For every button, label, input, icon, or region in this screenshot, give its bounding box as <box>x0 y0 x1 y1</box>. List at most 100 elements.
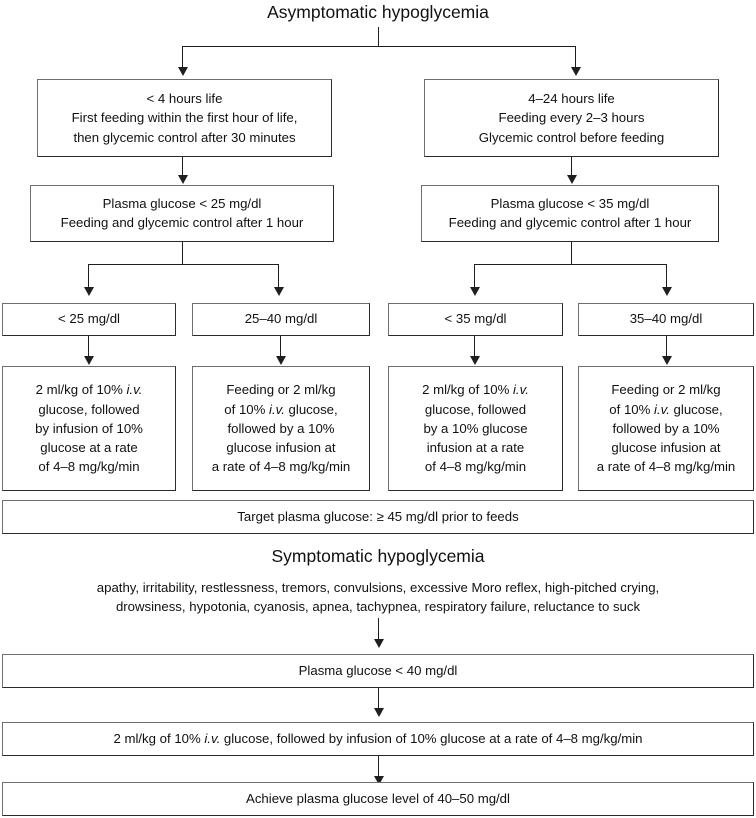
connector-range1-to-treatment1 <box>88 336 89 357</box>
age-branch-2-line2: Feeding every 2–3 hours <box>498 110 645 126</box>
glucose-range-box-2: 25–40 mg/dl <box>192 303 370 336</box>
arrowhead-to-treatment-3 <box>470 356 480 365</box>
treatment-line-2: of 10% i.v. glucose, <box>224 401 338 417</box>
treatment-line-3: by a 10% glucose <box>423 420 528 436</box>
connector-check2-stem <box>571 242 572 265</box>
connector-check1-stem <box>182 242 183 265</box>
glucose-range-box-1: < 25 mg/dl <box>2 303 176 336</box>
arrowhead-to-achieve <box>374 776 384 785</box>
treatment-box-4: Feeding or 2 ml/kg of 10% i.v. glucose, fo… <box>578 366 754 491</box>
achieve-target-box: Achieve plasma glucose level of 40–50 mg… <box>2 782 754 816</box>
page-title-asymptomatic: Asymptomatic hypoglycemia <box>267 2 489 22</box>
treatment-line-1: Feeding or 2 ml/kg <box>226 382 336 398</box>
treatment-line-4: glucose infusion at <box>226 440 336 456</box>
symptom-list: apathy, irritability, restlessness, trem… <box>0 578 756 616</box>
connector-range4-to-treatment4 <box>666 336 667 357</box>
emphasis-iv: i.v. <box>126 382 143 398</box>
achieve-target-label: Achieve plasma glucose level of 40–50 mg… <box>246 790 510 806</box>
treatment-line-1: Feeding or 2 ml/kg <box>611 382 721 398</box>
section-title-symptomatic: Symptomatic hypoglycemia <box>271 546 485 566</box>
age-branch-1-line1: < 4 hours life <box>146 91 223 107</box>
arrowhead-to-range-1 <box>84 287 94 296</box>
connector-title-left-drop <box>182 46 183 68</box>
age-branch-2-line1: 4–24 hours life <box>528 91 615 107</box>
glucose-range-2-label: 25–40 mg/dl <box>244 311 318 327</box>
connector-check2-left-drop <box>474 264 475 288</box>
treatment-line-2: glucose, followed <box>38 401 140 417</box>
treatment-line-3: followed by a 10% <box>227 420 335 436</box>
arrowhead-to-range-3 <box>470 287 480 296</box>
age-branch-box-1: < 4 hours life First feeding within the … <box>37 79 332 157</box>
symptomatic-plasma-check-label: Plasma glucose < 40 mg/dl <box>298 662 458 678</box>
glucose-check-1-line2: Feeding and glycemic control after 1 hou… <box>60 214 304 230</box>
connector-title-stem <box>378 27 379 47</box>
arrowhead-to-treatment-1 <box>84 356 94 365</box>
symptomatic-treatment-box: 2 ml/kg of 10% i.v. glucose, followed by… <box>2 722 754 756</box>
glucose-range-3-label: < 35 mg/dl <box>444 311 507 327</box>
symptomatic-treatment-label: 2 ml/kg of 10% i.v. glucose, followed by… <box>113 730 642 749</box>
age-branch-2-line3: Glycemic control before feeding <box>478 129 665 145</box>
treatment-line-3: followed by a 10% <box>612 420 720 436</box>
treatment-2-lines: Feeding or 2 ml/kg of 10% i.v. glucose, fo… <box>212 380 351 476</box>
treatment-1-lines: 2 ml/kg of 10% i.v. glucose, followed by i… <box>35 380 143 476</box>
treatment-line-2: of 10% i.v. glucose, <box>609 401 723 417</box>
glucose-check-box-1: Plasma glucose < 25 mg/dl Feeding and gl… <box>30 185 334 242</box>
symptomatic-treatment-post: glucose, followed by infusion of 10% glu… <box>220 730 643 746</box>
age-branch-box-2: 4–24 hours life Feeding every 2–3 hours … <box>424 79 719 157</box>
connector-range2-to-treatment2 <box>280 336 281 357</box>
symptomatic-treatment-em: i.v. <box>204 730 221 746</box>
connector-check1-right-drop <box>278 264 279 288</box>
treatment-line-5: a rate of 4–8 mg/kg/min <box>211 459 351 475</box>
age-branch-1-line3: then glycemic control after 30 minutes <box>73 129 296 145</box>
connector-treatment-to-achieve <box>378 756 379 777</box>
treatment-4-lines: Feeding or 2 ml/kg of 10% i.v. glucose, fo… <box>597 380 736 476</box>
connector-title-right-drop <box>575 46 576 68</box>
treatment-line-4: glucose at a rate <box>40 440 138 456</box>
treatment-line-2: glucose, followed <box>424 401 527 417</box>
treatment-box-2: Feeding or 2 ml/kg of 10% i.v. glucose, fo… <box>192 366 370 491</box>
arrowhead-to-plasma-check <box>374 639 384 648</box>
symptom-list-line-1: apathy, irritability, restlessness, trem… <box>96 580 660 595</box>
treatment-line-1: 2 ml/kg of 10% i.v. <box>35 382 143 398</box>
glucose-range-4-label: 35–40 mg/dl <box>629 311 703 327</box>
symptomatic-treatment-pre: 2 ml/kg of 10% <box>113 730 205 746</box>
emphasis-iv: i.v. <box>654 401 670 417</box>
treatment-line-3: by infusion of 10% <box>35 420 143 436</box>
connector-range3-to-treatment3 <box>474 336 475 357</box>
age-branch-1-line2: First feeding within the first hour of l… <box>71 110 298 126</box>
treatment-line-5: a rate of 4–8 mg/kg/min <box>596 459 736 475</box>
treatment-line-4: glucose infusion at <box>611 440 721 456</box>
connector-plasma-check-to-treatment <box>378 688 379 709</box>
treatment-line-4: infusion at a rate <box>426 440 525 456</box>
symptom-list-line-2: drowsiness, hypotonia, cyanosis, apnea, … <box>115 599 641 615</box>
glucose-range-box-4: 35–40 mg/dl <box>578 303 754 336</box>
emphasis-iv: i.v. <box>513 382 529 398</box>
arrowhead-to-range-2 <box>274 287 284 296</box>
glucose-check-2-line2: Feeding and glycemic control after 1 hou… <box>448 214 692 230</box>
treatment-line-1: 2 ml/kg of 10% i.v. <box>422 382 529 398</box>
connector-check2-right-drop <box>666 264 667 288</box>
connector-title-split <box>182 46 575 47</box>
connector-age1-to-check1 <box>182 157 183 177</box>
glucose-range-box-3: < 35 mg/dl <box>388 303 563 336</box>
treatment-box-1: 2 ml/kg of 10% i.v. glucose, followed by i… <box>2 366 176 491</box>
glucose-check-2-line1: Plasma glucose < 35 mg/dl <box>490 195 650 211</box>
target-glucose-band: Target plasma glucose: ≥ 45 mg/dl prior … <box>2 500 754 534</box>
glucose-check-box-2: Plasma glucose < 35 mg/dl Feeding and gl… <box>421 185 719 242</box>
arrowhead-to-treatment-4 <box>662 356 672 365</box>
connector-age2-to-check2 <box>571 157 572 177</box>
emphasis-iv: i.v. <box>269 401 285 417</box>
arrowhead-to-glucose-check-1 <box>178 175 188 184</box>
symptomatic-plasma-check-box: Plasma glucose < 40 mg/dl <box>2 654 754 688</box>
treatment-3-lines: 2 ml/kg of 10% i.v. glucose, followed by a… <box>422 380 529 476</box>
target-glucose-label: Target plasma glucose: ≥ 45 mg/dl prior … <box>237 508 519 524</box>
arrowhead-to-age-branch-1 <box>178 67 188 76</box>
arrowhead-to-range-4 <box>662 287 672 296</box>
arrowhead-to-treatment-2 <box>276 356 286 365</box>
glucose-check-1-line1: Plasma glucose < 25 mg/dl <box>102 195 262 211</box>
treatment-line-5: of 4–8 mg/kg/min <box>38 459 140 475</box>
arrowhead-to-age-branch-2 <box>571 67 581 76</box>
connector-symptoms-to-plasma-check <box>378 618 379 640</box>
arrowhead-to-symptomatic-treatment <box>374 708 384 717</box>
